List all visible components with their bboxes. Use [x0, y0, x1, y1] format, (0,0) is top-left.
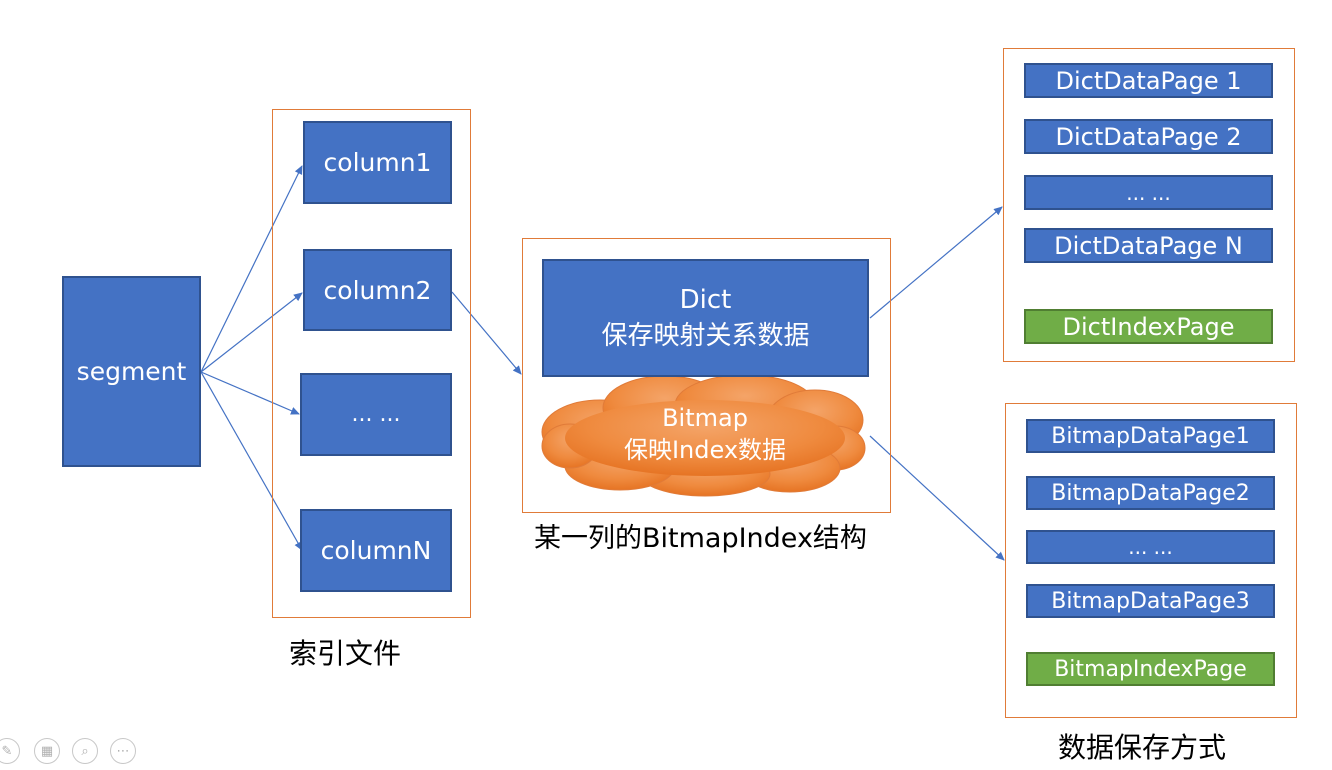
column-label: column2 [323, 275, 432, 305]
column-box-2: column2 [303, 249, 452, 331]
bitmap-description: 保映Index数据 [623, 436, 787, 464]
page-label: BitmapDataPage2 [1051, 480, 1250, 506]
arrow-segment-ellipsis [200, 371, 300, 415]
column-box-1: column1 [303, 121, 452, 204]
zoom-icon[interactable]: ⌕ [72, 738, 98, 764]
dict-box: Dict 保存映射关系数据 [542, 259, 869, 377]
page-label: ... ... [1126, 180, 1171, 205]
segment-label: segment [76, 357, 187, 386]
bitmap-data-page: BitmapDataPage3 [1026, 584, 1275, 618]
arrow-column2-bitmapindex [451, 291, 522, 375]
page-label: BitmapIndexPage [1054, 656, 1247, 682]
page-label: DictDataPage N [1054, 231, 1243, 260]
index-file-caption: 索引文件 [289, 637, 402, 670]
dict-data-page: ... ... [1024, 175, 1273, 210]
dict-title: Dict [679, 285, 732, 315]
column-label: ... ... [351, 402, 401, 427]
index-file-frame [272, 109, 471, 618]
page-label: DictDataPage 2 [1055, 122, 1242, 151]
storage-caption: 数据保存方式 [1058, 731, 1227, 764]
arrow-segment-column2 [200, 292, 303, 373]
column-label: column1 [323, 148, 432, 177]
dict-data-page: DictDataPage N [1024, 228, 1273, 263]
dict-data-page: DictDataPage 1 [1024, 63, 1273, 98]
pen-icon[interactable]: ✎ [0, 738, 20, 764]
bitmap-index-frame [522, 238, 891, 513]
bitmap-index-caption: 某一列的BitmapIndex结构 [534, 523, 867, 554]
page-label: DictDataPage 1 [1055, 66, 1242, 95]
segment-box: segment [62, 276, 201, 467]
column-box-n: columnN [300, 509, 452, 592]
column-label: columnN [320, 536, 432, 565]
more-icon[interactable]: ⋯ [110, 738, 136, 764]
page-label: BitmapDataPage1 [1051, 423, 1250, 449]
dict-description: 保存映射关系数据 [601, 321, 810, 351]
page-label: ... ... [1128, 535, 1173, 559]
slides-icon[interactable]: ▦ [34, 738, 60, 764]
bitmap-data-page: BitmapDataPage1 [1026, 419, 1275, 453]
dict-data-page: DictDataPage 2 [1024, 119, 1273, 154]
bitmap-pages-frame [1005, 403, 1297, 718]
dict-pages-frame [1003, 48, 1295, 362]
page-label: DictIndexPage [1062, 312, 1235, 341]
bitmap-title: Bitmap [662, 404, 748, 432]
page-label: BitmapDataPage3 [1051, 588, 1250, 614]
bitmap-cloud-text: Bitmap 保映Index数据 [560, 400, 850, 468]
arrow-segment-column1 [200, 165, 303, 373]
bitmap-cloud [541, 374, 866, 497]
dict-index-page: DictIndexPage [1024, 309, 1273, 344]
arrow-dict-pages [869, 206, 1003, 319]
bitmap-data-page: BitmapDataPage2 [1026, 476, 1275, 510]
column-box-ellipsis: ... ... [300, 373, 452, 456]
bitmap-data-page: ... ... [1026, 530, 1275, 564]
arrow-bitmap-pages [869, 435, 1005, 561]
bitmap-index-page: BitmapIndexPage [1026, 652, 1275, 686]
arrow-segment-columnN [200, 371, 303, 551]
